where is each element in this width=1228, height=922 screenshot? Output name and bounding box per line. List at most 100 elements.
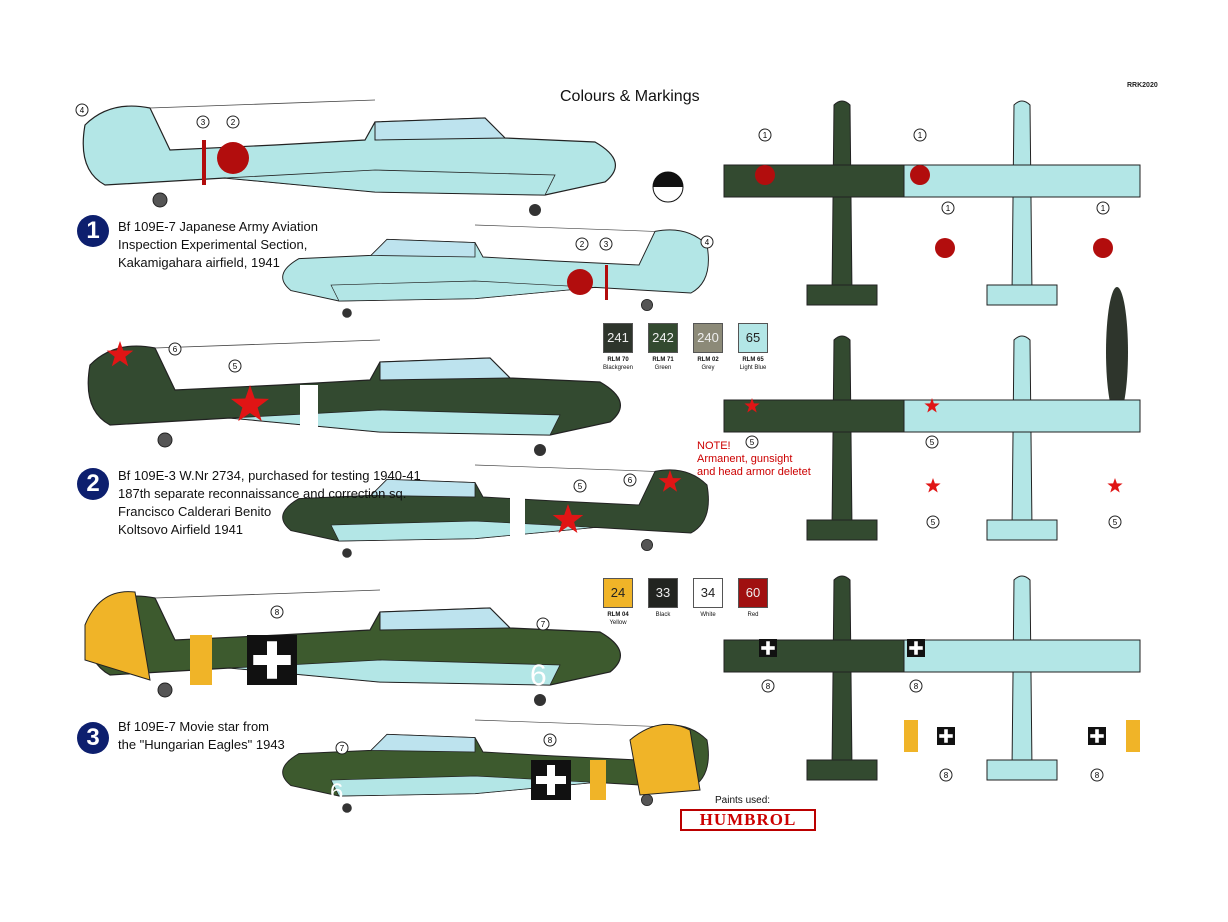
- antenna-wire: [474, 719, 656, 727]
- callout-marker: [1096, 201, 1110, 215]
- cross-bar: [944, 729, 948, 743]
- color-name: White: [700, 612, 716, 618]
- mainwheel: [342, 803, 352, 813]
- callout-marker: [758, 128, 772, 142]
- rlm-code: RLM 02: [697, 357, 719, 363]
- red-star-marking: [552, 504, 584, 533]
- callout-marker: [168, 342, 182, 356]
- callout-marker: [599, 237, 613, 251]
- swatch-label: Black: [635, 611, 691, 619]
- color-name: Blackgreen: [602, 365, 634, 371]
- note-line: and head armor deletet: [697, 466, 811, 478]
- yellow-wingtip: [1126, 720, 1140, 752]
- caption-line: 187th separate reconnaissance and correc…: [118, 486, 407, 501]
- swatch-label: Red: [725, 611, 781, 619]
- canopy: [370, 478, 476, 498]
- mainwheel: [534, 694, 546, 706]
- color-swatch: 65: [738, 323, 768, 353]
- plan-1-bottom: [903, 100, 1141, 306]
- antenna-wire: [154, 589, 381, 599]
- plan-3-bottom: [903, 575, 1141, 781]
- underside: [330, 775, 596, 797]
- cross-bar: [766, 641, 770, 655]
- tailwheel: [157, 682, 173, 698]
- red-star-marking: [924, 398, 940, 413]
- caption-line: Francisco Calderari Benito: [118, 504, 272, 519]
- fuselage: [1011, 335, 1033, 531]
- hinomaru-marking: [567, 269, 593, 295]
- callout-number: 8: [766, 682, 771, 691]
- tailwheel: [157, 432, 173, 448]
- callout-number: 8: [548, 736, 553, 745]
- canopy: [379, 357, 512, 381]
- color-swatch: 241: [603, 323, 633, 353]
- red-star-marking: [925, 478, 941, 493]
- red-star-marking: [658, 470, 682, 492]
- callout-marker: [909, 679, 923, 693]
- hinomaru-marking: [755, 165, 775, 185]
- scheme-3-caption: Bf 109E-7 Movie star from the "Hungarian…: [118, 718, 285, 754]
- tailplane: [806, 759, 878, 781]
- callout-marker: [761, 679, 775, 693]
- caption-line: Bf 109E-7 Movie star from: [118, 719, 269, 734]
- color-swatch: 240: [693, 323, 723, 353]
- rlm-code: RLM 70: [607, 357, 629, 363]
- callout-number: 8: [275, 608, 280, 617]
- cross-bar: [1095, 729, 1099, 743]
- fuselage-band: [202, 140, 206, 185]
- profile-2-left: [87, 339, 621, 456]
- mainwheel: [342, 548, 352, 558]
- fuselage: [831, 100, 853, 296]
- scheme-2-caption: Bf 109E-3 W.Nr 2734, purchased for testi…: [118, 467, 421, 539]
- yellow-band: [590, 760, 606, 800]
- mainwheel: [534, 444, 546, 456]
- callout-marker: [335, 741, 349, 755]
- fuselage: [831, 335, 853, 531]
- note-line: Armanent, gunsight: [697, 453, 793, 465]
- tailwheel: [640, 299, 653, 312]
- canopy: [370, 238, 476, 258]
- callout-marker: [536, 617, 550, 631]
- callout-number: 5: [1113, 518, 1118, 527]
- spinner-diagram: [653, 172, 683, 187]
- fuselage: [1011, 575, 1033, 771]
- callout-number: 1: [1101, 204, 1106, 213]
- callout-number: 1: [918, 131, 923, 140]
- callout-number: 3: [604, 240, 609, 249]
- scheme-1-caption: Bf 109E-7 Japanese Army Aviation Inspect…: [118, 218, 318, 272]
- profile-2-right: [282, 464, 709, 558]
- callout-marker: [941, 201, 955, 215]
- callout-marker: [926, 515, 940, 529]
- red-star-marking: [230, 385, 270, 422]
- wing: [903, 164, 1141, 198]
- color-swatch: 242: [648, 323, 678, 353]
- callout-number: 4: [80, 106, 85, 115]
- callout-marker: [270, 605, 284, 619]
- caption-line: Bf 109E-3 W.Nr 2734, purchased for testi…: [118, 468, 421, 483]
- callout-marker: [1108, 515, 1122, 529]
- callout-marker: [1090, 768, 1104, 782]
- fuselage: [831, 575, 853, 771]
- callout-number: 8: [1095, 771, 1100, 780]
- callout-marker: [226, 115, 240, 129]
- tailwheel: [640, 539, 653, 552]
- hinomaru-marking: [1093, 238, 1113, 258]
- callout-number: 2: [580, 240, 585, 249]
- rlm-code: RLM 04: [607, 612, 629, 618]
- fuselage-band: [605, 265, 608, 300]
- scheme-1-badge: 1: [77, 215, 109, 247]
- red-star-marking: [1107, 478, 1123, 493]
- callout-marker: [700, 235, 714, 249]
- color-name: Red: [747, 612, 759, 618]
- caption-line: Bf 109E-7 Japanese Army Aviation: [118, 219, 318, 234]
- color-swatch: 60: [738, 578, 768, 608]
- callout-marker: [623, 473, 637, 487]
- color-swatch: 24: [603, 578, 633, 608]
- plan-2-top: [723, 335, 961, 541]
- callout-number: 5: [578, 482, 583, 491]
- tailplane: [986, 284, 1058, 306]
- cross-bar: [547, 765, 555, 795]
- callout-number: 6: [173, 345, 178, 354]
- swatch-label: RLM 70 Blackgreen: [590, 356, 646, 372]
